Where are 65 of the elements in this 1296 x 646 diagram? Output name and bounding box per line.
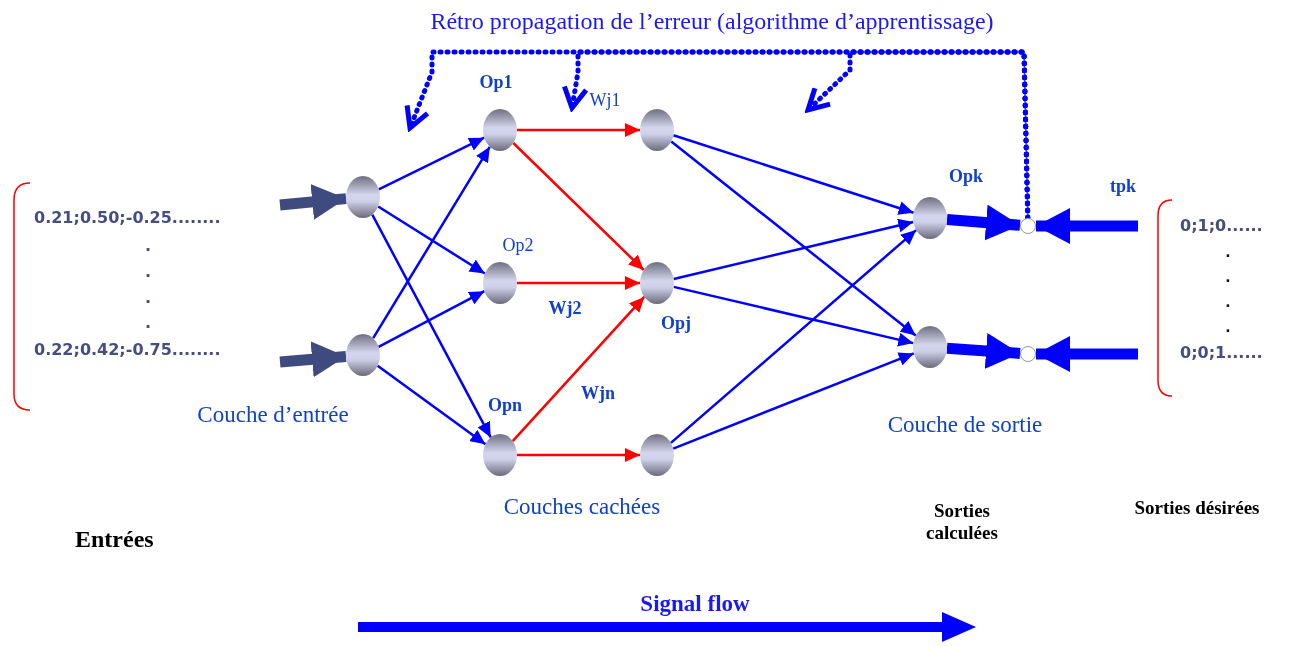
ellipsis-dot: . — [144, 236, 152, 256]
ellipsis-dot: . — [1225, 293, 1231, 311]
edge-label: Wjn — [581, 382, 615, 404]
neuron-circle — [640, 109, 674, 151]
neuron-label: Op2 — [502, 234, 534, 256]
arrow — [805, 49, 1031, 221]
neuron-circle — [913, 197, 947, 239]
neuron-label: Opn — [488, 394, 522, 416]
neuron-circle — [640, 262, 674, 304]
arrow — [279, 341, 347, 378]
text-label: 0;0;1...... — [1180, 343, 1263, 363]
neuron-circle — [483, 434, 517, 476]
text-label: Signal flow — [640, 590, 750, 618]
text-label: Sorties calculées — [925, 500, 999, 544]
arrow — [517, 276, 640, 290]
text-label: 0.22;0.42;-0.75........ — [34, 340, 221, 360]
comparator-circle — [1020, 346, 1036, 362]
text-label: Entrées — [75, 526, 154, 554]
arrow — [279, 183, 347, 220]
edge-label: Wj1 — [589, 89, 621, 111]
arrow — [946, 204, 1021, 241]
neuron-circle — [913, 326, 947, 368]
arrow — [517, 448, 640, 462]
text-label: Couches cachées — [503, 493, 661, 521]
neuron-label: Opj — [661, 312, 691, 334]
text-label: tpk — [1110, 175, 1136, 197]
ellipsis-dot: . — [144, 262, 152, 282]
text-label: 0.21;0.50;-0.25........ — [34, 208, 221, 228]
text-label: Sorties désirées — [1134, 497, 1260, 519]
arrow — [372, 146, 491, 339]
ellipsis-dot: . — [1225, 268, 1231, 286]
arrow — [371, 214, 492, 438]
neuron-label: Op1 — [479, 71, 513, 93]
neuron-circle — [483, 109, 517, 151]
text-label: Rétro propagation de l’erreur (algorithme d’apprentissage) — [430, 8, 994, 36]
neuron-circle — [346, 334, 380, 376]
neuron-circle — [346, 176, 380, 218]
arrow — [672, 352, 915, 450]
arrow — [670, 140, 917, 337]
arrow — [378, 290, 485, 348]
text-label: Couche d’entrée — [197, 401, 349, 429]
arrow — [512, 142, 645, 271]
text-label: Couche de sortie — [887, 411, 1043, 439]
arrow — [670, 229, 917, 444]
neuron-circle — [640, 434, 674, 476]
arrow — [673, 218, 914, 281]
neuron-circle — [483, 262, 517, 304]
arrow — [511, 296, 646, 442]
arrow — [1036, 336, 1138, 372]
comparator-circle — [1020, 218, 1036, 234]
ellipsis-dot: . — [144, 313, 152, 333]
arrow — [378, 136, 485, 191]
text-label: 0;1;0...... — [1180, 216, 1263, 236]
edge-label: Wj2 — [548, 297, 582, 319]
arrow — [1036, 208, 1138, 244]
ellipsis-dot: . — [1225, 243, 1231, 261]
arrow — [673, 134, 914, 215]
arrow — [673, 285, 914, 347]
arrow — [377, 205, 486, 275]
arrow — [946, 333, 1021, 369]
arrow — [517, 123, 640, 137]
arrow — [376, 364, 487, 446]
ellipsis-dot: . — [1225, 318, 1231, 336]
neuron-label: Opk — [949, 165, 983, 187]
ellipsis-dot: . — [144, 288, 152, 308]
